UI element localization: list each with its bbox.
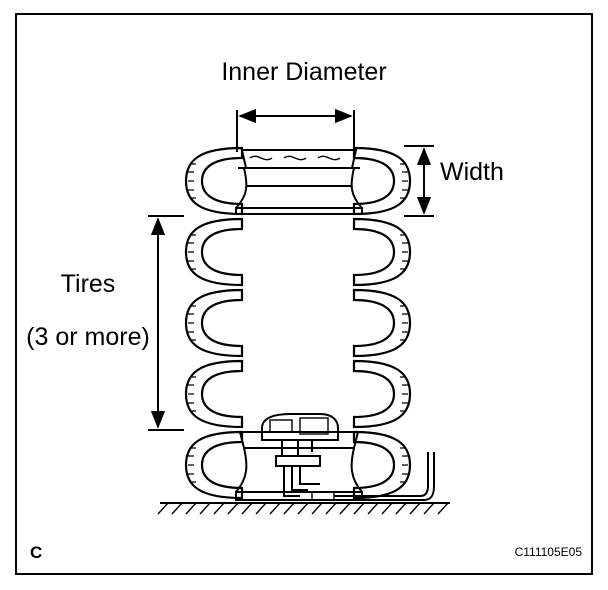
tires-label: Tires bbox=[61, 270, 116, 298]
corner-letter: C bbox=[30, 543, 42, 562]
width-dimension bbox=[404, 145, 434, 217]
figure-frame bbox=[15, 13, 593, 575]
top-wheel-rim bbox=[235, 149, 363, 215]
tire-right-3 bbox=[352, 288, 412, 358]
tire-right-4 bbox=[352, 359, 412, 429]
figure-code: C111105E05 bbox=[515, 545, 583, 559]
tire-left-1 bbox=[184, 146, 244, 216]
tire-right-5 bbox=[352, 430, 412, 500]
tire-left-2 bbox=[184, 217, 244, 287]
tires-count-label: (3 or more) bbox=[26, 323, 150, 351]
tire-right-2 bbox=[352, 217, 412, 287]
width-label: Width bbox=[440, 158, 504, 186]
tire-left-3 bbox=[184, 288, 244, 358]
tire-left-5 bbox=[184, 430, 244, 500]
tire-right-1 bbox=[352, 146, 412, 216]
ground bbox=[157, 502, 450, 515]
inner-diameter-label: Inner Diameter bbox=[221, 58, 386, 86]
tires-dimension bbox=[148, 215, 184, 431]
tire-left-4 bbox=[184, 359, 244, 429]
inner-diameter-dimension bbox=[236, 108, 355, 152]
inflation-gauge-assembly bbox=[261, 413, 435, 501]
